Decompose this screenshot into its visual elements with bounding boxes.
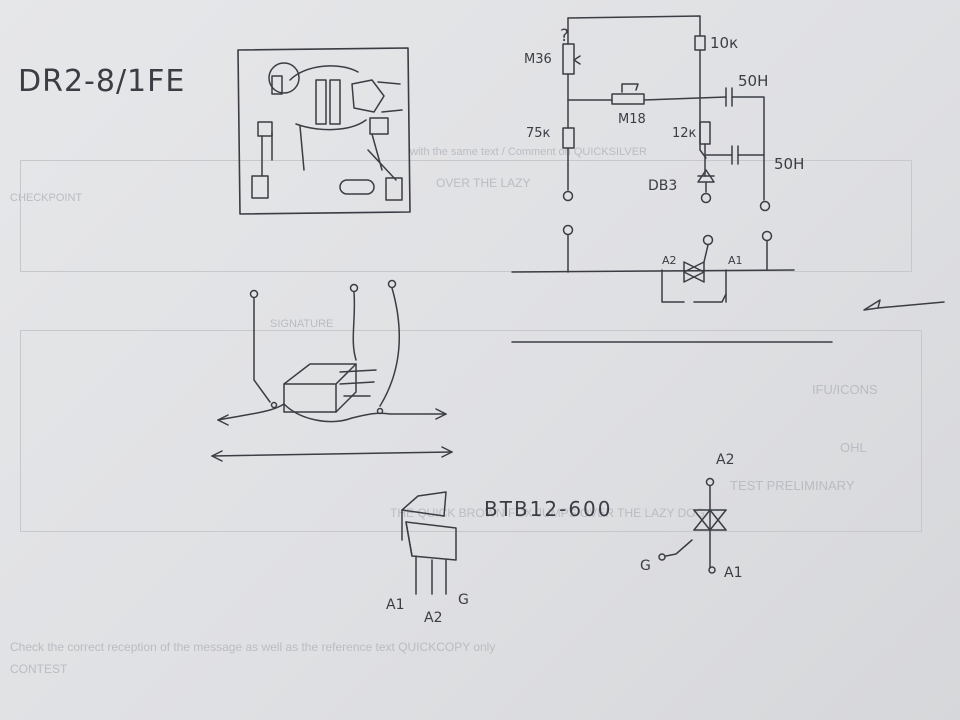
ghost-text: Check the correct reception of the messa… bbox=[10, 640, 496, 654]
ghost-text: CHECKPOINT bbox=[10, 192, 83, 204]
resistor-75k-label: 75к bbox=[526, 126, 551, 141]
question-mark-label: ? bbox=[560, 26, 570, 46]
ghost-text: TEST PRELIMINARY bbox=[730, 478, 855, 493]
pointer-arrow bbox=[863, 299, 945, 311]
ghost-text: OVER THE LAZY bbox=[436, 176, 531, 190]
pin-g-label: G bbox=[458, 592, 469, 608]
resistor-m18-label: M18 bbox=[618, 112, 646, 127]
capacitor-50h-label: 50H bbox=[738, 72, 769, 90]
triac-a2-label: A2 bbox=[662, 254, 677, 267]
pin-a2-label: A2 bbox=[424, 610, 443, 626]
ghost-text: IFU/ICONS bbox=[812, 382, 878, 397]
to220-package bbox=[401, 491, 457, 595]
ghost-box bbox=[20, 330, 922, 532]
resistor-m36-label: M36 bbox=[524, 52, 552, 67]
triac-symbol bbox=[658, 477, 727, 574]
ghost-text: SIGNATURE bbox=[270, 318, 334, 330]
trigger-schematic bbox=[562, 15, 771, 212]
symbol-a2-label: A2 bbox=[716, 452, 735, 468]
component-sketch bbox=[211, 279, 453, 462]
ghost-text: CONTEST bbox=[10, 662, 68, 676]
symbol-g-label: G bbox=[640, 558, 651, 574]
part-number-label: BTB12-600 bbox=[484, 497, 613, 521]
ghost-box bbox=[20, 160, 912, 272]
symbol-a1-label: A1 bbox=[724, 565, 743, 581]
pcb-sketch bbox=[237, 47, 411, 215]
ghost-text: with the same text / Comment on QUICKSIL… bbox=[410, 146, 647, 158]
ghost-text: THE QUICK BROWN FOX JUMPS OVER THE LAZY … bbox=[390, 506, 705, 520]
ghost-text: OHL bbox=[840, 440, 867, 455]
title-label: DR2-8/1FE bbox=[18, 64, 186, 99]
diac-db3-label: DB3 bbox=[648, 178, 678, 194]
pin-a1-label: A1 bbox=[386, 597, 405, 613]
resistor-12k-label: 12к bbox=[672, 126, 697, 141]
resistor-10k-label: 10к bbox=[710, 34, 739, 52]
triac-line bbox=[511, 224, 795, 303]
triac-a1-label: A1 bbox=[728, 254, 743, 267]
capacitor-50h-label: 50H bbox=[774, 155, 805, 173]
